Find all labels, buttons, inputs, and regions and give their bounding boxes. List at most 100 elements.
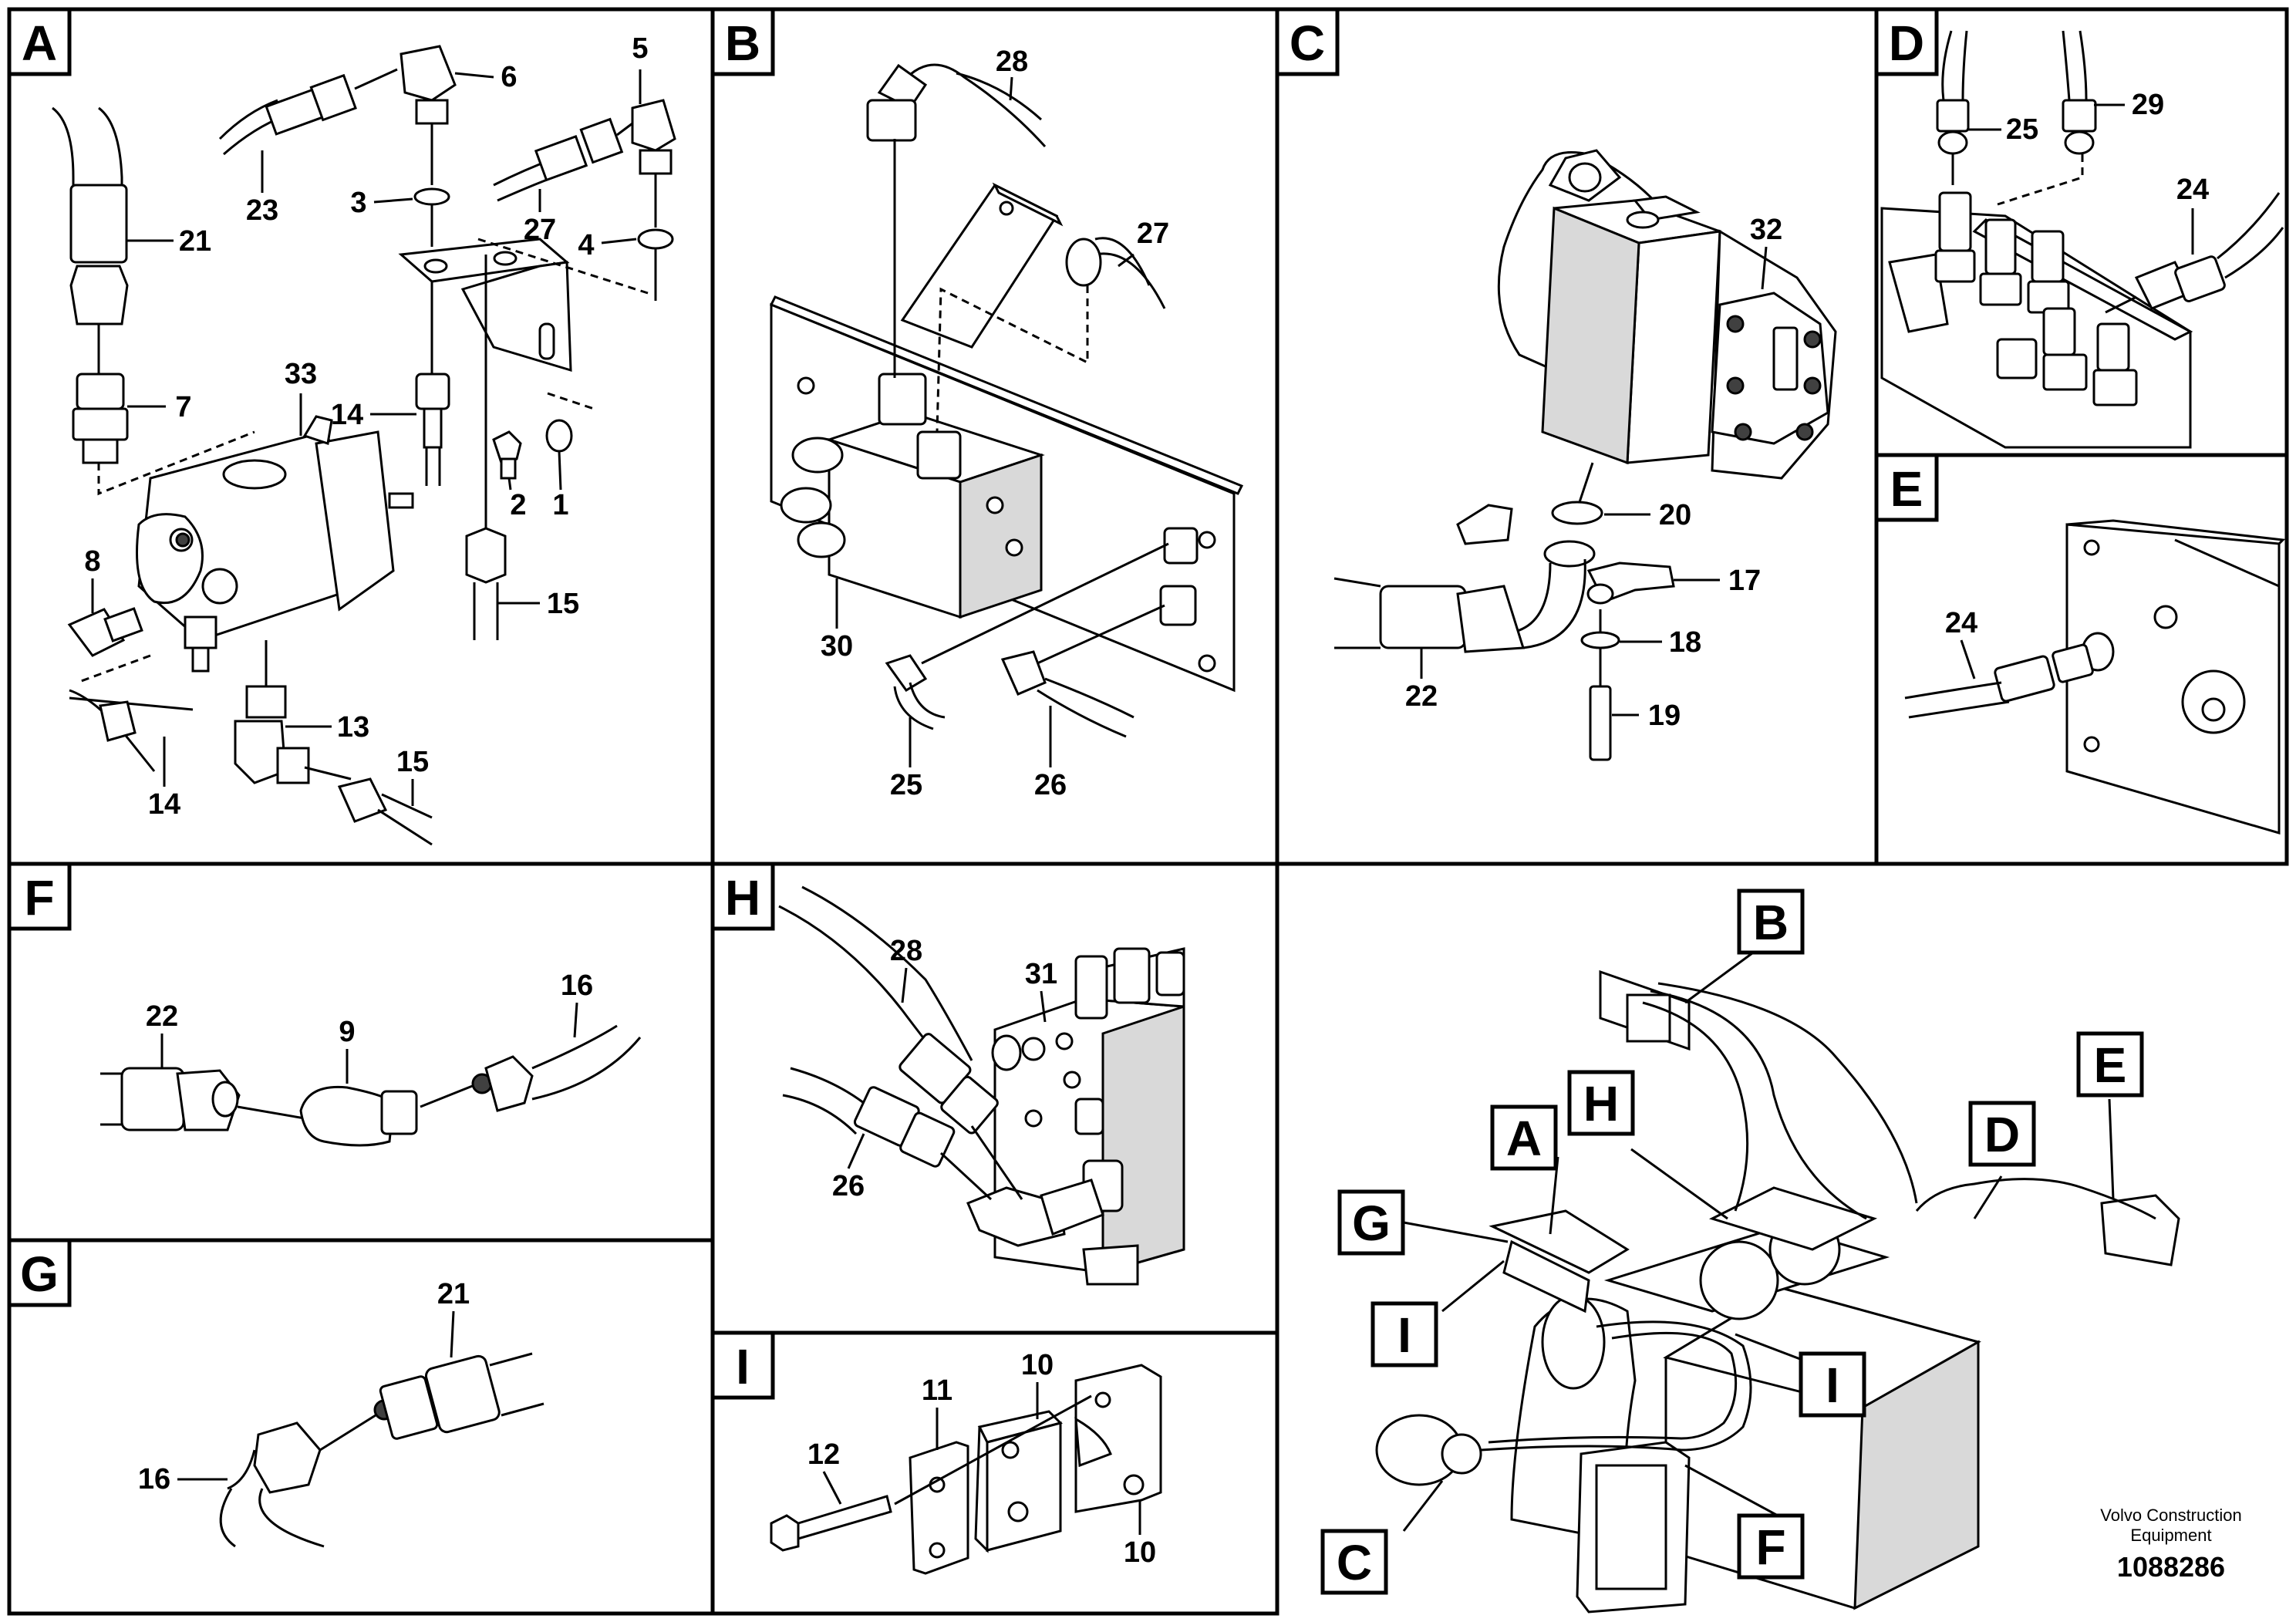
panel-g-tag: G xyxy=(7,1238,72,1307)
svg-text:D: D xyxy=(1984,1107,2020,1162)
svg-text:15: 15 xyxy=(547,588,579,620)
svg-text:24: 24 xyxy=(2176,174,2209,206)
panel-h-labels: 28 31 26 xyxy=(832,935,1057,1202)
svg-text:12: 12 xyxy=(807,1438,840,1471)
overview-callout-a: A xyxy=(1490,1104,1559,1235)
panel-c-labels: 32 20 17 18 22 19 xyxy=(1405,214,1782,732)
svg-text:10: 10 xyxy=(1124,1536,1156,1569)
svg-text:2: 2 xyxy=(510,489,526,521)
panel-c-drawing xyxy=(1333,149,1837,761)
panel-b-drawing xyxy=(769,63,1244,738)
svg-text:10: 10 xyxy=(1021,1349,1054,1381)
svg-text:5: 5 xyxy=(632,32,648,65)
svg-text:20: 20 xyxy=(1659,499,1691,531)
overview-callout-g: G xyxy=(1337,1189,1509,1256)
svg-text:24: 24 xyxy=(1945,607,1977,639)
svg-text:E: E xyxy=(1890,461,1923,517)
overview-callout-i-right: I xyxy=(1735,1333,1866,1418)
svg-text:G: G xyxy=(20,1246,59,1302)
svg-text:22: 22 xyxy=(146,1000,178,1033)
svg-text:22: 22 xyxy=(1405,680,1438,713)
svg-text:A: A xyxy=(1506,1111,1542,1166)
svg-text:25: 25 xyxy=(2006,113,2038,146)
svg-text:25: 25 xyxy=(890,769,922,801)
svg-text:32: 32 xyxy=(1750,214,1782,246)
svg-text:6: 6 xyxy=(501,61,517,93)
svg-text:21: 21 xyxy=(179,225,211,258)
svg-text:16: 16 xyxy=(561,969,593,1002)
svg-text:16: 16 xyxy=(138,1463,170,1496)
overview-callout-f: F xyxy=(1684,1464,1805,1580)
svg-text:I: I xyxy=(1826,1357,1839,1413)
svg-text:4: 4 xyxy=(578,229,594,261)
panel-d-tag: D xyxy=(1874,7,1939,76)
panel-b-labels: 28 27 30 25 26 xyxy=(821,46,1169,801)
panel-g-labels: 21 16 xyxy=(138,1278,470,1496)
panel-e-drawing xyxy=(1904,519,2286,835)
panel-a-labels: 6 5 23 3 27 4 21 7 33 14 2 1 8 15 13 15 … xyxy=(84,32,648,821)
panel-f-tag: F xyxy=(7,862,72,931)
panel-g-drawing xyxy=(219,1352,544,1548)
svg-text:18: 18 xyxy=(1669,626,1701,659)
svg-text:1: 1 xyxy=(552,489,568,521)
svg-text:G: G xyxy=(1352,1195,1391,1251)
svg-text:27: 27 xyxy=(524,214,556,246)
svg-text:14: 14 xyxy=(331,399,363,431)
panel-d-drawing xyxy=(1880,30,2284,449)
svg-text:B: B xyxy=(1753,895,1789,950)
svg-text:30: 30 xyxy=(821,630,853,663)
svg-text:I: I xyxy=(736,1339,750,1394)
svg-text:A: A xyxy=(22,15,57,71)
svg-text:15: 15 xyxy=(396,746,429,778)
svg-text:28: 28 xyxy=(890,935,922,967)
panel-f-frame xyxy=(7,862,715,1243)
overview-callout-e: E xyxy=(2076,1031,2144,1200)
panel-e-tag: E xyxy=(1874,453,1939,522)
svg-text:21: 21 xyxy=(437,1278,470,1310)
panel-h-drawing xyxy=(778,885,1185,1286)
svg-text:H: H xyxy=(1583,1076,1619,1131)
svg-text:29: 29 xyxy=(2132,89,2164,121)
svg-text:19: 19 xyxy=(1648,700,1681,732)
overview-callout-i-left: I xyxy=(1371,1259,1505,1367)
panel-b-tag: B xyxy=(710,7,775,76)
panel-i-tag: I xyxy=(710,1330,775,1400)
panel-f-drawing xyxy=(100,1024,642,1147)
svg-text:9: 9 xyxy=(339,1016,355,1048)
overview-callout-b: B xyxy=(1684,889,1805,1004)
svg-text:D: D xyxy=(1889,15,1924,71)
panel-e-labels: 24 xyxy=(1945,607,1977,679)
svg-text:E: E xyxy=(2094,1037,2127,1093)
panel-d-labels: 25 29 24 xyxy=(1967,89,2209,255)
company-name-line1: Volvo Construction xyxy=(2100,1506,2241,1525)
svg-text:7: 7 xyxy=(175,391,191,423)
svg-text:H: H xyxy=(725,870,760,926)
svg-text:23: 23 xyxy=(246,194,278,227)
svg-text:28: 28 xyxy=(996,46,1028,78)
panel-i-drawing xyxy=(770,1364,1162,1575)
svg-text:11: 11 xyxy=(922,1374,952,1407)
panel-h-tag: H xyxy=(710,862,775,931)
svg-text:31: 31 xyxy=(1025,958,1057,990)
panel-a-drawing xyxy=(52,45,676,846)
svg-text:C: C xyxy=(1337,1535,1372,1590)
svg-text:F: F xyxy=(24,870,54,926)
svg-text:27: 27 xyxy=(1137,218,1169,250)
svg-text:8: 8 xyxy=(84,545,100,578)
svg-text:17: 17 xyxy=(1728,565,1761,597)
svg-text:C: C xyxy=(1290,15,1325,71)
panel-a-tag: A xyxy=(7,7,72,76)
svg-text:26: 26 xyxy=(832,1170,865,1202)
svg-text:13: 13 xyxy=(337,711,369,744)
svg-text:F: F xyxy=(1755,1519,1785,1575)
svg-text:3: 3 xyxy=(350,187,366,219)
overview-callout-h: H xyxy=(1567,1070,1728,1220)
overview-callout-d: D xyxy=(1968,1101,2036,1219)
panel-g-frame xyxy=(7,1238,715,1616)
company-name-line2: Equipment xyxy=(2130,1526,2211,1545)
svg-text:33: 33 xyxy=(285,358,317,390)
svg-text:I: I xyxy=(1397,1307,1411,1363)
svg-text:26: 26 xyxy=(1034,769,1067,801)
document-number: 1088286 xyxy=(2117,1551,2225,1583)
